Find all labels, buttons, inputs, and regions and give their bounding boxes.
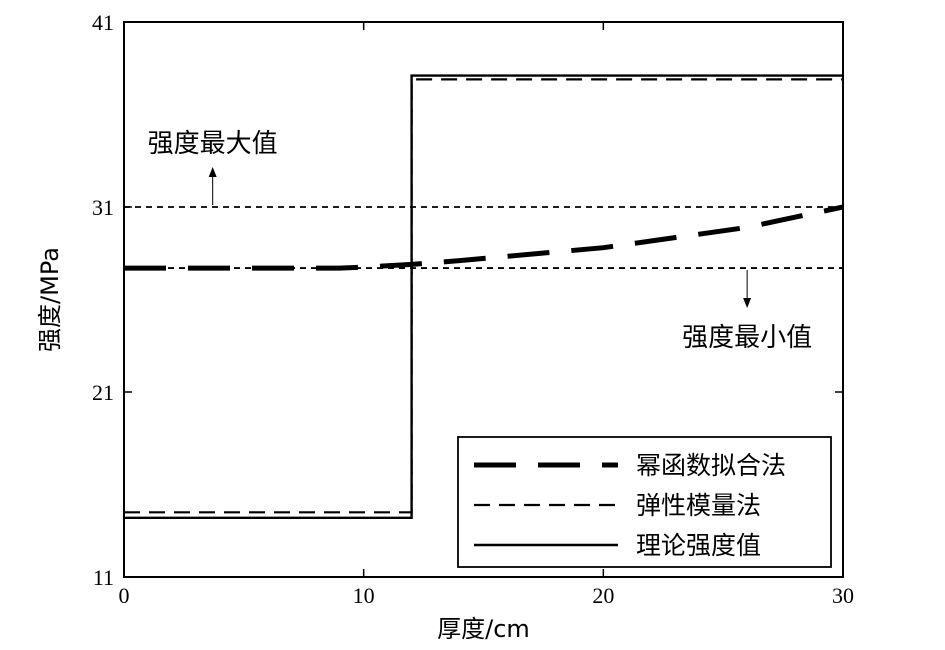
- annotation-max-label: 强度最大值: [148, 129, 278, 159]
- axis-ticks: 0 10 20 30 11 21 31 41: [92, 10, 854, 608]
- y-tick-label: 21: [92, 380, 114, 405]
- legend-label-1: 幂函数拟合法: [636, 451, 786, 480]
- legend-label-3: 理论强度值: [636, 531, 761, 560]
- plot-lines: [124, 74, 844, 519]
- plot-frame: [123, 21, 844, 578]
- y-axis-label: 强度/MPa: [36, 247, 64, 352]
- y-tick-label: 11: [93, 565, 114, 590]
- y-tick-label: 41: [92, 10, 114, 35]
- legend-label-2: 弹性模量法: [636, 491, 761, 520]
- annotation-min-label: 强度最小值: [682, 323, 812, 353]
- x-axis-label: 厚度/cm: [437, 615, 530, 643]
- annotation-arrow-head: [208, 167, 217, 177]
- x-tick-label: 10: [353, 583, 375, 608]
- annotation-arrow-head: [743, 298, 752, 309]
- series-line-3: [124, 74, 843, 519]
- x-tick-label: 20: [592, 583, 614, 608]
- x-tick-label: 0: [119, 583, 130, 608]
- x-tick-label: 30: [832, 583, 854, 608]
- series-line-1: [124, 204, 844, 271]
- legend-box: [457, 436, 832, 568]
- y-tick-label: 31: [92, 195, 114, 220]
